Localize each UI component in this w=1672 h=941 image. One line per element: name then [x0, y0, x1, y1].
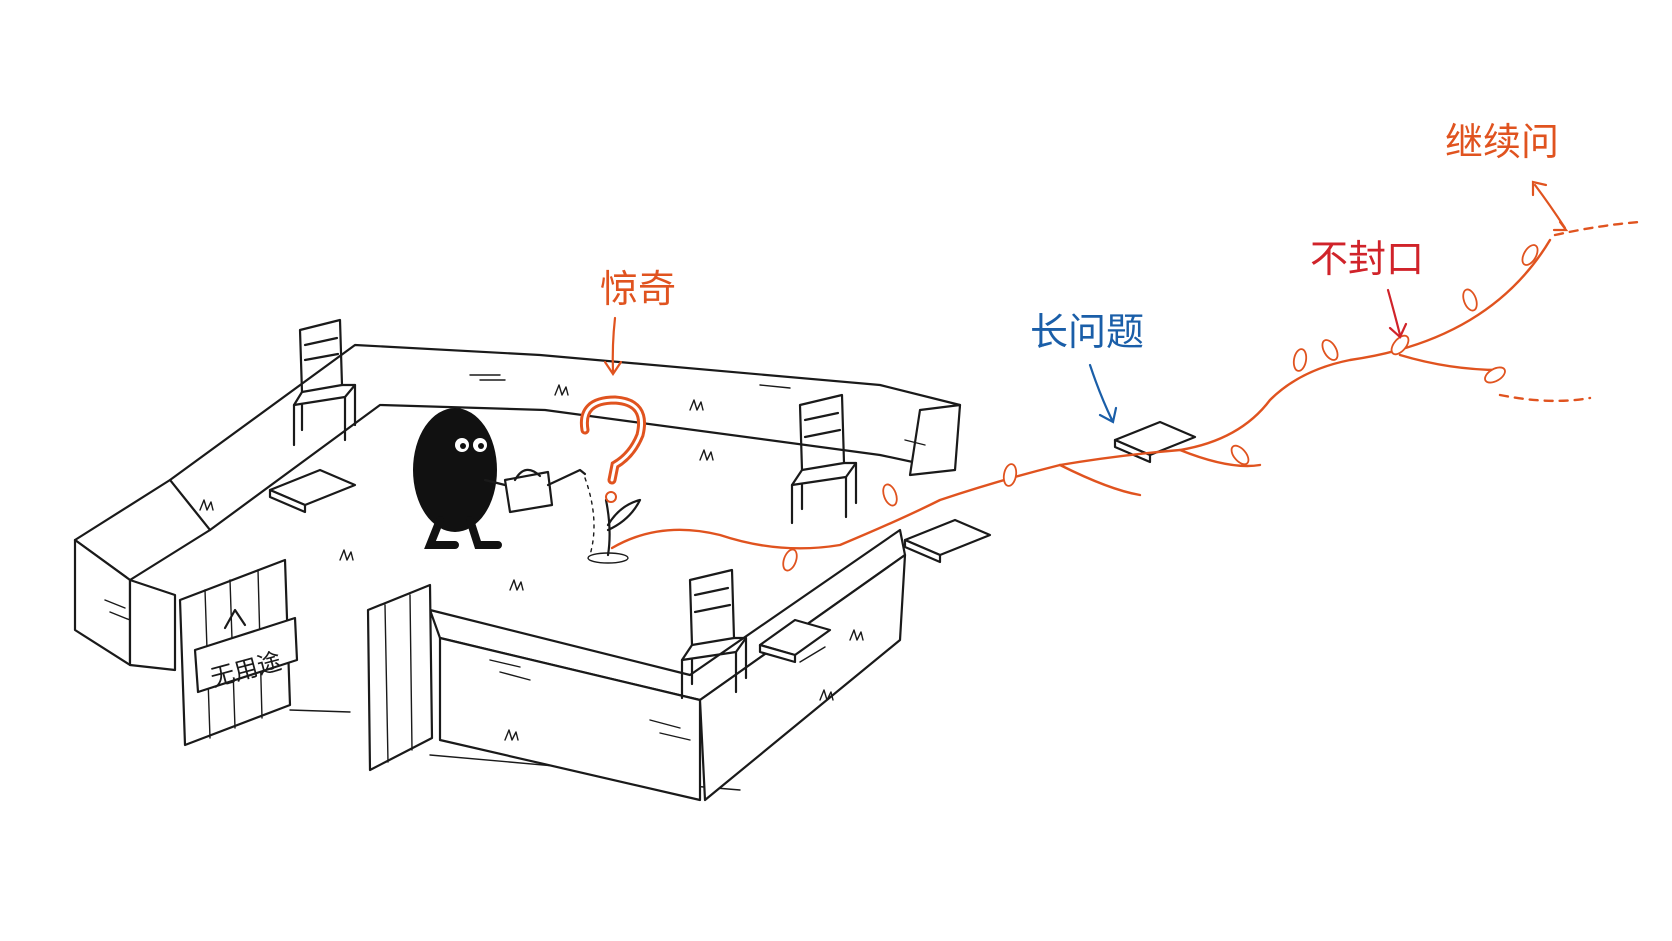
garden-wall: [73, 343, 962, 802]
label-wonder: 惊奇: [600, 267, 676, 311]
label-keep-asking: 继续问: [1445, 120, 1559, 164]
chair-icon: [680, 568, 748, 700]
label-long-question: 长问题: [1030, 310, 1144, 354]
chair-icon: [790, 393, 858, 525]
book-icon: [1113, 420, 1197, 464]
book-icon: [903, 518, 992, 564]
book-icon: [268, 468, 357, 514]
label-not-sealed: 不封口: [1310, 237, 1424, 281]
question-mark-icon: [579, 395, 646, 503]
watering-can-icon: [483, 468, 595, 556]
vine: [610, 220, 1642, 572]
gate-icon: [178, 558, 434, 772]
book-icon: [758, 618, 832, 664]
creature-icon: [413, 408, 502, 549]
sprout-icon: [587, 498, 642, 564]
annotation-arrows: [603, 180, 1569, 424]
grass-tufts: [199, 384, 864, 741]
chair-icon: [292, 318, 357, 447]
